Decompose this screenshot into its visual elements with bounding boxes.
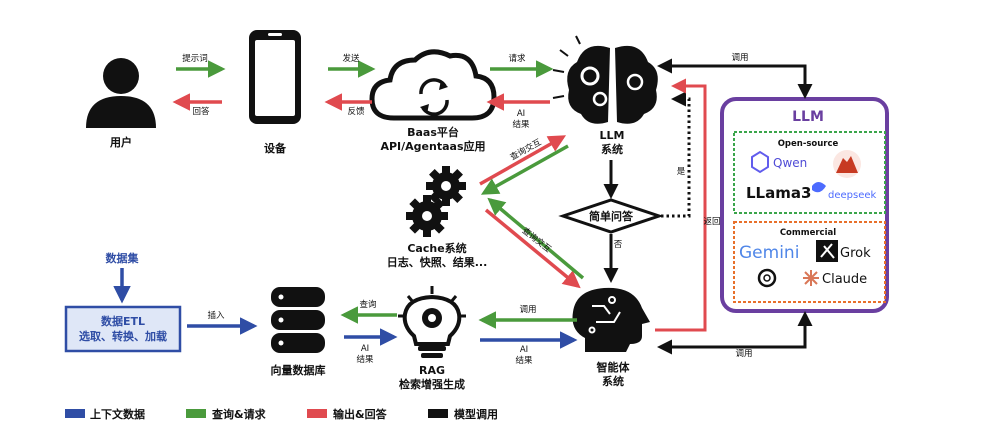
model-qwen: Qwen [773,156,807,170]
arrow-decision-yes [661,91,691,218]
legend-swatch-invoke [428,409,448,418]
etl-box [64,305,182,353]
database-icon [271,287,325,353]
phone-icon [249,30,301,124]
volcano-logo-icon [833,150,861,178]
lightbulb-icon [398,286,466,358]
label-send: 发送 [342,53,360,64]
arrow-agent-return [655,78,707,332]
model-grok: Grok [840,246,871,261]
vector-db-label: 向量数据库 [271,363,326,377]
decision-diamond [558,198,664,234]
qwen-logo-icon [751,150,769,174]
label-yes: 是 [677,167,686,177]
device-label: 设备 [264,141,287,155]
dataset-label: 数据集 [106,251,140,265]
legend-label-invoke: 模型调用 [454,407,498,421]
label-ai-result-rag-2: 结果 [515,355,533,366]
model-llama3: LLama3 [746,184,811,202]
model-gemini: Gemini [739,243,799,263]
user-icon [86,58,156,128]
grok-logo-icon [816,240,838,262]
arrow-cache-to-llm [479,135,567,186]
agent-head-icon [572,287,650,352]
cloud-icon [369,49,497,121]
label-insert: 插入 [207,310,225,321]
arrow-agent-to-cache [487,197,585,280]
llm-system-label-1: LLM [600,129,625,142]
openai-logo-icon [757,268,777,288]
model-claude: Claude [822,272,867,287]
arrow-llm-to-cache [480,144,569,195]
deepseek-logo-icon [812,182,826,193]
baas-title: Baas平台 [407,125,459,139]
legend-label-query: 查询&请求 [212,407,267,421]
arrow-agent-invoke [657,311,813,355]
open-source-box [733,131,886,214]
agent-label-1: 智能体 [597,360,631,374]
legend-label-output: 输出&回答 [333,407,388,421]
label-no: 否 [614,240,623,250]
label-invoke-bottom: 调用 [735,349,752,359]
label-invoke-top: 调用 [731,53,748,63]
label-ai-result-db-1: AI [361,344,369,354]
legend-swatch-query [186,409,206,418]
label-feedback: 反馈 [347,106,365,117]
label-ai-result-db-2: 结果 [356,354,374,365]
legend-swatch-context [65,409,85,418]
arrow-llm-invoke [657,58,813,99]
etl-title: 数据ETL [101,314,145,328]
commercial-box [733,221,886,303]
label-request: 请求 [508,53,526,64]
user-label: 用户 [110,135,132,149]
label-ai-result-1: AI [517,109,525,119]
agent-label-2: 系统 [602,374,624,388]
label-prompt: 提示词 [182,53,208,64]
llm-system-label-2: 系统 [601,142,623,156]
commercial-title: Commercial [780,228,836,238]
cache-subtitle: 日志、快照、结果... [387,255,488,269]
label-query: 查询 [359,299,376,310]
llm-panel-title: LLM [792,109,824,125]
etl-subtitle: 选取、转换、加载 [79,329,167,343]
brain-icon [552,35,658,124]
label-answer: 回答 [192,106,210,117]
legend-label-context: 上下文数据 [90,407,145,421]
claude-logo-icon [803,270,819,286]
legend: 上下文数据 查询&请求 输出&回答 模型调用 [65,407,498,421]
rag-title: RAG [419,364,445,377]
legend-swatch-output [307,409,327,418]
gears-icon [406,166,466,237]
baas-subtitle: API/Agentaas应用 [380,139,485,153]
label-ai-result-rag-1: AI [520,345,528,355]
cache-title: Cache系统 [407,241,466,255]
label-return: 返回 [703,216,720,227]
label-ai-result-2: 结果 [512,119,530,130]
rag-subtitle: 检索增强生成 [399,377,465,391]
open-source-title: Open-source [778,139,839,149]
decision-label: 简单问答 [589,209,634,223]
model-deepseek: deepseek [828,190,877,201]
arrow-cache-to-agent [484,208,581,289]
label-invoke-rag: 调用 [519,305,536,315]
